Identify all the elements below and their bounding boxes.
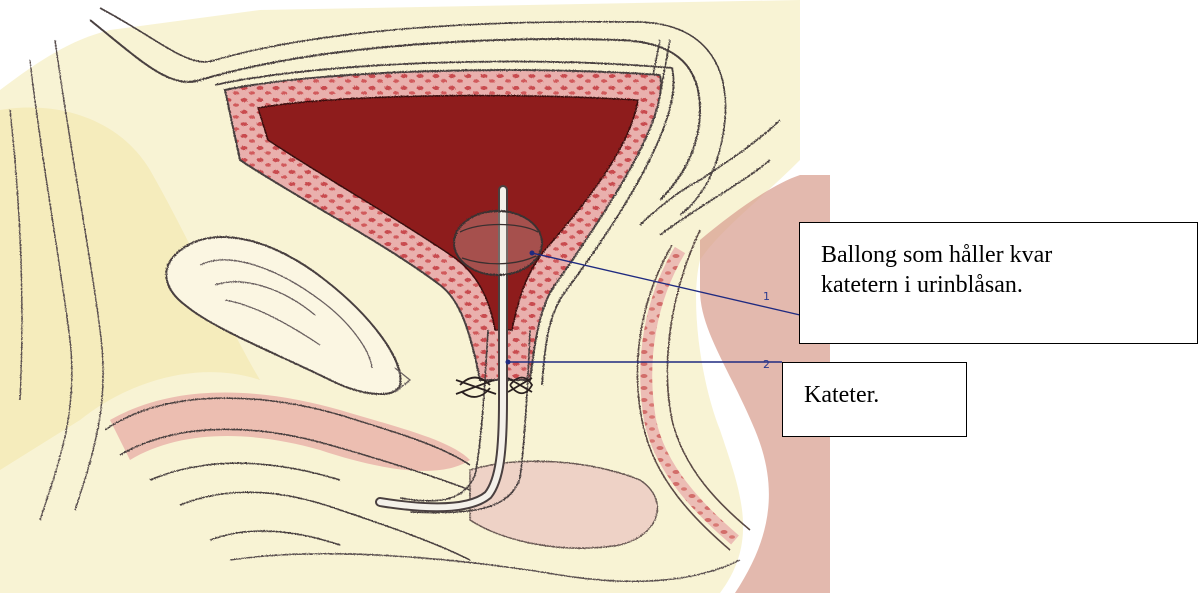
balloon-callout-box: Ballong som håller kvar katetern i urinb… bbox=[799, 222, 1198, 344]
balloon-callout-line-2: katetern i urinblåsan. bbox=[821, 270, 1197, 300]
catheter-callout-label: Kateter. bbox=[804, 380, 966, 410]
marker-2: 2 bbox=[763, 358, 770, 371]
balloon-leader-dot bbox=[530, 251, 535, 256]
catheter-balloon bbox=[454, 211, 542, 275]
catheter-leader-dot bbox=[506, 360, 511, 365]
catheter-callout-box: Kateter. bbox=[782, 362, 967, 437]
balloon-callout-line-1: Ballong som håller kvar bbox=[821, 240, 1197, 270]
marker-1: 1 bbox=[763, 290, 770, 303]
